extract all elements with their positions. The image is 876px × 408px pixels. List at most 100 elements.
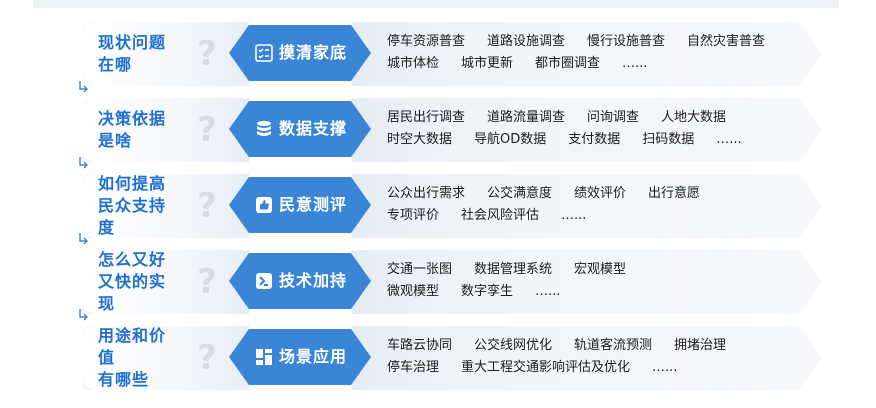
items-panel: [352, 22, 822, 86]
list-item: 出行意愿: [648, 186, 701, 201]
question-mark-icon: ?: [197, 338, 217, 378]
question-line: 有哪些: [98, 370, 150, 389]
list-item: …...: [652, 360, 678, 375]
category-badge: 场景应用: [229, 329, 371, 385]
list-item: 停车治理: [387, 360, 440, 375]
list-item: 公交线网优化: [474, 338, 553, 353]
list-item: 车路云协同: [387, 338, 453, 353]
list-item: 都市圈调查: [535, 56, 601, 71]
list-item: 宏观模型: [574, 262, 627, 277]
question-line: 如何提高: [98, 174, 167, 193]
list-item: 居民出行调查: [387, 110, 466, 125]
list-item: …...: [716, 132, 742, 147]
list-item: 道路流量调查: [487, 110, 566, 125]
list-item: …...: [535, 284, 561, 299]
item-list: 车路云协同 公交线网优化 轨道客流预测 拥堵治理停车治理 重大工程交通影响评估及优化 ….…: [387, 335, 807, 383]
item-line: 交通一张图数据管理系统宏观模型: [387, 259, 807, 281]
category-label: 场景应用: [279, 347, 348, 366]
category-label: 数据支撑: [279, 119, 348, 138]
down-arrow-icon: [76, 308, 90, 322]
list-item: …...: [561, 208, 587, 223]
list-item: 微观模型: [387, 284, 440, 299]
question-text: 如何提高民众支持度: [98, 174, 180, 237]
list-item: 时空大数据: [387, 132, 453, 147]
list-item: 绩效评价: [574, 186, 627, 201]
category-badge: 数据支撑: [229, 101, 371, 157]
items-panel: [352, 250, 822, 314]
list-item: 公众出行需求: [387, 186, 466, 201]
item-line: 城市体检 城市更新 都市圈调查 …...: [387, 53, 807, 75]
list-item: 城市体检: [387, 56, 440, 71]
diagram-row: 现状问题在哪?摸清家底停车资源普查道路设施调查慢行设施普查自然灾害普查城市体检城…: [0, 22, 876, 86]
list-item: 问询调查: [587, 110, 640, 125]
list-item: 支付数据: [568, 132, 621, 147]
list-item: 人地大数据: [661, 110, 727, 125]
question-line: 怎么又好: [98, 250, 167, 269]
item-list: 停车资源普查道路设施调查慢行设施普查自然灾害普查城市体检城市更新都市圈调查…..…: [387, 31, 807, 79]
list-item: 专项评价: [387, 208, 440, 223]
database-icon: [255, 120, 273, 138]
thumbs-up-icon: [255, 196, 273, 214]
question-line: 现状问题: [98, 33, 167, 52]
list-item: 拥堵治理: [674, 338, 727, 353]
list-item: 数字孪生: [461, 284, 514, 299]
question-line: 是啥: [98, 131, 133, 150]
list-item: 重大工程交通影响评估及优化: [461, 360, 631, 375]
diagram-row: 决策依据是啥? 数据支撑 居民出行调查 道路流量调查 问询调查 人地大数据时空大数据 导航O…: [0, 98, 876, 162]
item-line: 居民出行调查 道路流量调查 问询调查 人地大数据: [387, 107, 807, 129]
diagram-row: 用途和价值有哪些? 场景应用 车路云协同 公交线网优化 轨道客流预测 拥堵治理停车治理 重大…: [0, 326, 876, 390]
list-item: 社会风险评估: [461, 208, 540, 223]
question-panel: [83, 98, 249, 162]
item-line: 停车资源普查道路设施调查慢行设施普查自然灾害普查: [387, 31, 807, 53]
items-panel: [352, 98, 822, 162]
item-line: 车路云协同 公交线网优化 轨道客流预测 拥堵治理: [387, 335, 807, 357]
item-line: 微观模型 数字孪生 …...: [387, 281, 807, 303]
question-panel: [83, 174, 249, 238]
question-text: 用途和价值有哪些: [98, 326, 180, 389]
list-item: 轨道客流预测: [574, 338, 653, 353]
item-list: 交通一张图数据管理系统宏观模型微观模型数字孪生…...: [387, 259, 807, 307]
items-panel: [352, 174, 822, 238]
category-label: 民意测评: [279, 195, 348, 214]
grid-icon: [255, 348, 273, 366]
question-mark-icon: ?: [197, 110, 217, 150]
list-item: 导航OD数据: [474, 132, 547, 147]
question-line: 用途和价值: [98, 326, 167, 367]
category-label: 技术加持: [279, 271, 348, 290]
question-text: 怎么又好又快的实现: [98, 250, 180, 313]
items-panel: [352, 326, 822, 390]
question-line: 决策依据: [98, 109, 167, 128]
question-panel: [83, 250, 249, 314]
list-item: …...: [622, 56, 648, 71]
list-item: 慢行设施普查: [587, 34, 666, 49]
question-mark-icon: ?: [197, 186, 217, 226]
terminal-icon: [255, 272, 273, 290]
list-item: 数据管理系统: [474, 262, 553, 277]
list-item: 扫码数据: [642, 132, 695, 147]
top-divider-bar: [33, 0, 839, 8]
question-mark-icon: ?: [197, 262, 217, 302]
diagram-row: 如何提高民众支持度? 民意测评 公众出行需求 公交满意度 绩效评价 出行意愿专项评价 社会风…: [0, 174, 876, 238]
list-item: 自然灾害普查: [687, 34, 766, 49]
category-badge: 摸清家底: [229, 25, 371, 81]
list-item: 城市更新: [461, 56, 514, 71]
question-text: 决策依据是啥: [98, 101, 180, 159]
category-badge: 民意测评: [229, 177, 371, 233]
down-arrow-icon: [76, 156, 90, 170]
question-line: 民众支持度: [98, 196, 167, 237]
down-arrow-icon: [76, 80, 90, 94]
question-panel: [83, 326, 249, 390]
question-line: 在哪: [98, 55, 133, 74]
item-list: 居民出行调查 道路流量调查 问询调查 人地大数据时空大数据 导航OD数据 支付数据 扫码数据…: [387, 107, 807, 155]
question-mark-icon: ?: [197, 34, 217, 74]
checklist-icon: [255, 44, 273, 62]
item-list: 公众出行需求 公交满意度 绩效评价 出行意愿专项评价 社会风险评估 …...: [387, 183, 807, 231]
item-line: 公众出行需求 公交满意度 绩效评价 出行意愿: [387, 183, 807, 205]
list-item: 公交满意度: [487, 186, 553, 201]
item-line: 停车治理 重大工程交通影响评估及优化 …...: [387, 357, 807, 379]
question-text: 现状问题在哪: [98, 25, 180, 83]
item-line: 时空大数据 导航OD数据 支付数据 扫码数据 …...: [387, 129, 807, 151]
question-panel: [83, 22, 249, 86]
down-arrow-icon: [76, 232, 90, 246]
list-item: 停车资源普查: [387, 34, 466, 49]
